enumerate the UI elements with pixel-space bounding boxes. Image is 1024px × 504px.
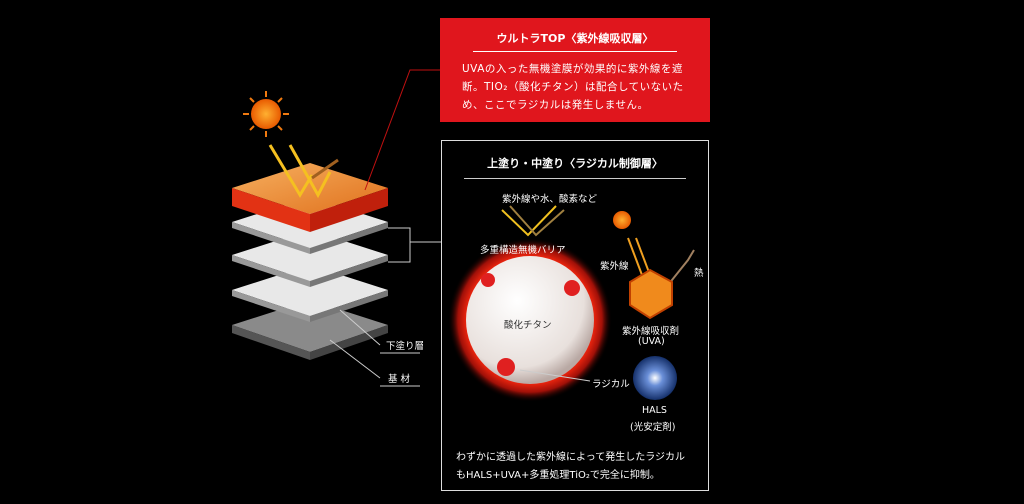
uv-ray-arrows: [268, 144, 339, 199]
titanium-label: 酸化チタン: [504, 320, 552, 331]
layer-undercoat: [232, 265, 388, 322]
midlayer-title: 上塗り・中塗り〈ラジカル制御層〉: [487, 157, 663, 170]
hals-sub-label: (光安定剤): [630, 422, 676, 433]
ultratop-connector: [364, 69, 440, 191]
barrier-label: 多重構造無機バリア: [480, 245, 566, 256]
small-sun-icon: [613, 211, 631, 229]
heat-label: 熱: [694, 268, 704, 279]
substrate-leader: [329, 339, 381, 379]
midlayer-footer: わずかに透過した紫外線によって発生したラジカル もHALS+UVA+多重処理Ti…: [456, 449, 685, 485]
ultratop-callout: ウルトラTOP〈紫外線吸収層〉 UVAの入った無機塗膜が効果的に紫外線を遮断。T…: [440, 18, 710, 122]
layer-substrate: [232, 300, 388, 360]
radical-label: ラジカル: [592, 379, 630, 390]
divider: [473, 51, 677, 52]
midlayer-bracket: [388, 227, 411, 263]
incoming-label: 紫外線や水、酸素など: [502, 194, 598, 205]
ultratop-title: ウルトラTOP〈紫外線吸収層〉: [496, 32, 654, 45]
uva-label: 紫外線吸収剤: [622, 326, 680, 337]
sun-icon: [243, 91, 289, 137]
layer-ultratop: [232, 163, 388, 232]
footer-line-2: もHALS+UVA+多重処理TiO₂で完全に抑制。: [456, 470, 660, 481]
undercoat-label: 下塗り層: [386, 341, 425, 352]
radical-icon: [481, 273, 580, 376]
ultratop-description: UVAの入った無機塗膜が効果的に紫外線を遮断。TIO₂（酸化チタン）は配合してい…: [462, 63, 684, 111]
uv-ray-arrows-small: [627, 237, 695, 286]
uva-hexagon: [629, 268, 673, 320]
titanium-oxide-sphere: [466, 256, 594, 384]
footer-line-1: わずかに透過した紫外線によって発生したラジカル: [456, 452, 685, 463]
substrate-label: 基 材: [388, 374, 411, 385]
hals-label: HALS: [642, 405, 667, 416]
undercoat-leader: [339, 309, 381, 346]
divider: [464, 178, 686, 179]
uv-label: 紫外線: [600, 261, 629, 272]
midlayer-callout: 上塗り・中塗り〈ラジカル制御層〉 紫外線や水、酸素など 多重構造無機バリア 酸化…: [441, 140, 709, 491]
layer-midcoat: [232, 230, 388, 287]
hals-sphere: [633, 356, 677, 400]
reflected-ray-arrows: [501, 205, 565, 237]
uva-sub-label: (UVA): [638, 336, 665, 347]
